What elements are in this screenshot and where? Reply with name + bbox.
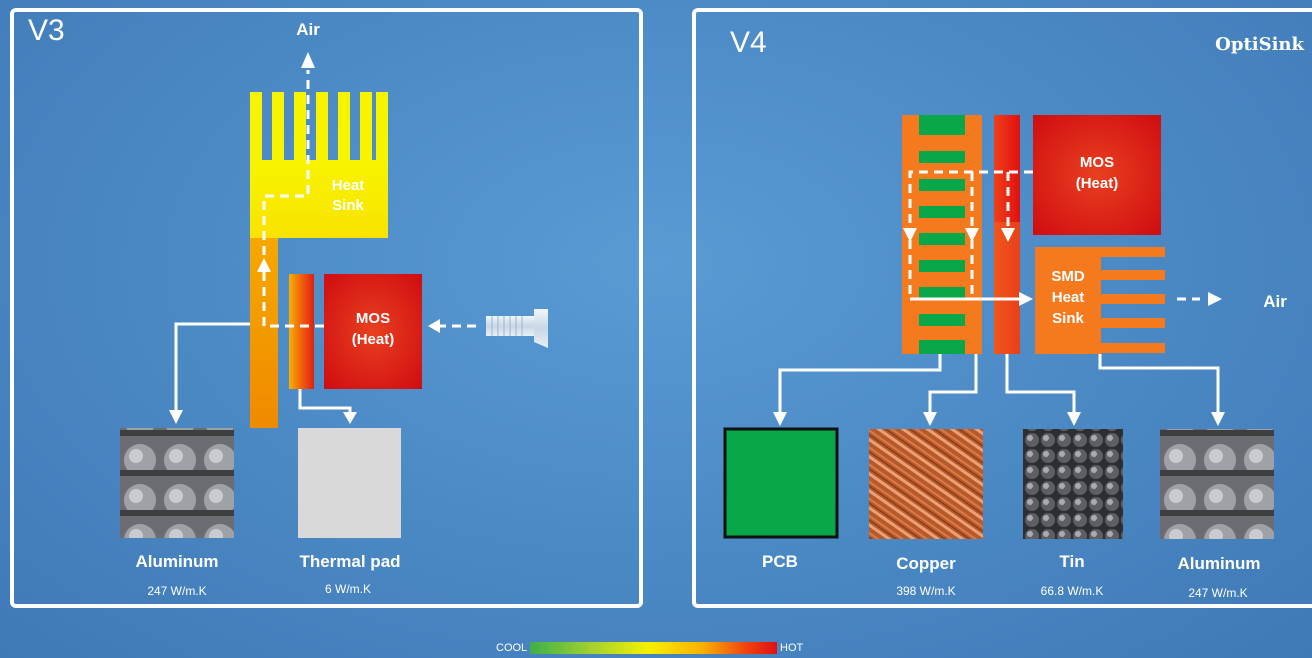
scale-hot-label: HOT <box>780 642 804 654</box>
v3-thermal-pad-layer <box>289 274 314 389</box>
v4-air-label: Air <box>1263 292 1287 311</box>
v3-air-label: Air <box>296 20 320 39</box>
v4-material-name: Copper <box>896 554 956 573</box>
v4-material-name: Aluminum <box>1177 554 1261 573</box>
v3-air-arrow <box>301 52 315 68</box>
v4-arrows-down <box>778 354 1220 412</box>
mos-line1: MOS <box>355 310 391 327</box>
v4-smd-label: SMD Heat Sink <box>1036 266 1100 329</box>
v4-material-conductivity: 247 W/m.K <box>1188 586 1248 600</box>
v4-mos-block <box>1033 115 1161 235</box>
v3-material-name: Aluminum <box>135 552 219 571</box>
v4-smd-heat-sink <box>1035 247 1165 354</box>
v3-heat-sink-label: Heat Sink <box>318 176 378 216</box>
smd-line1: SMD <box>1051 268 1085 285</box>
v3-screw-arrow <box>428 319 476 333</box>
heat-scale-bar <box>530 642 777 654</box>
v4-copper-image <box>869 429 983 539</box>
v4-air-arrow <box>1208 292 1222 306</box>
v3-thermal-pad-image <box>298 428 401 538</box>
v3-panel <box>10 8 643 608</box>
v3-material-conductivity: 6 W/m.K <box>324 582 371 596</box>
scale-cool-label: COOL <box>496 642 528 654</box>
v4-mos-label: MOS (Heat) <box>1050 152 1144 194</box>
v4-tin-image <box>1023 429 1123 539</box>
v3-arrows-down <box>174 322 352 414</box>
v3-mos-block <box>324 274 422 389</box>
v3-material-conductivity: 247 W/m.K <box>147 584 207 598</box>
v3-heat-flow-path <box>262 70 324 328</box>
v4-material-name: Tin <box>1059 552 1085 571</box>
v3-aluminum-image <box>120 428 234 538</box>
smd-line2: Heat <box>1051 289 1085 306</box>
v3-heat-sink <box>250 92 388 428</box>
v4-heat-flow-path <box>908 170 1200 301</box>
v3-mos-label: MOS (Heat) <box>330 308 416 350</box>
mos-line2: (Heat) <box>1075 175 1119 192</box>
v3-material-name: Thermal pad <box>299 552 401 571</box>
v4-version-label: V4 <box>730 26 767 59</box>
v4-material-name: PCB <box>762 552 798 571</box>
mos-line2: (Heat) <box>351 331 395 348</box>
v3-version-label: V3 <box>28 14 65 47</box>
mos-line1: MOS <box>1079 154 1115 171</box>
smd-line3: Sink <box>1052 310 1084 327</box>
v4-material-conductivity: 66.8 W/m.K <box>1040 584 1104 598</box>
heat-sink-line1: Heat <box>331 177 365 194</box>
screw-icon <box>486 309 548 348</box>
v4-panel <box>692 8 1312 608</box>
heat-sink-line2: Sink <box>332 197 364 214</box>
v4-pcb-image <box>723 427 839 539</box>
v3-up-arrow <box>257 258 271 272</box>
optisink-brand: OptiSink <box>1215 34 1304 55</box>
v4-material-conductivity: 398 W/m.K <box>896 584 956 598</box>
v4-aluminum-image <box>1160 429 1274 539</box>
